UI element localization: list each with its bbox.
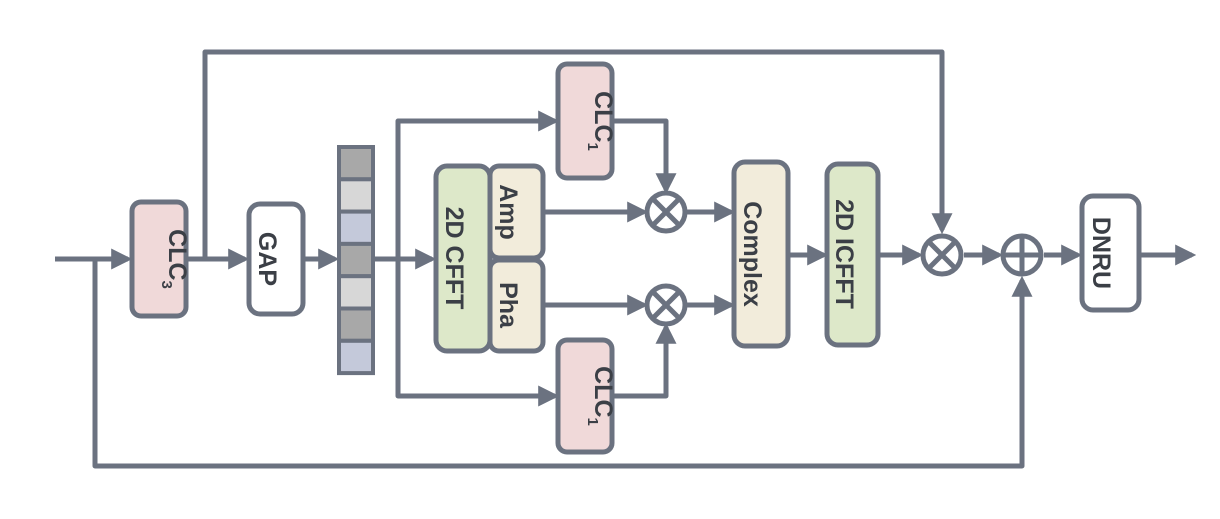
dnru-rect (1079, 193, 1142, 313)
gap-block: GAP (246, 201, 306, 317)
vector-cell (337, 338, 375, 376)
gap-rect (246, 201, 306, 317)
vector-cell (337, 274, 375, 311)
vector-to-clc1-top-arrow (395, 110, 560, 259)
vector-to-clc1-bottom-arrow (395, 259, 560, 407)
clc1-bottom-rect (555, 337, 615, 455)
clc1-top-rect (555, 61, 615, 181)
clc1-top-block: CLC1 (555, 61, 617, 181)
complex-rect (731, 159, 791, 349)
dnru-label: DNRU (1087, 217, 1115, 289)
complex-block: Complex (731, 159, 791, 349)
vector-cell (337, 145, 375, 182)
vector-cell (337, 241, 375, 279)
amp-block: Amp (487, 163, 546, 261)
clc1-bottom-block: CLC1 (555, 337, 617, 455)
pha-label: Pha (494, 282, 522, 329)
vector-cell (337, 177, 375, 214)
multiply-icon-stroke (651, 197, 681, 227)
clc1-top-to-multiply-arrow (612, 118, 677, 195)
icfft-block: 2D ICFFT (824, 161, 881, 348)
icfft-rect (824, 161, 881, 348)
clc3-rect (129, 199, 189, 319)
dnru-block: DNRU (1079, 193, 1142, 313)
vector-cell (337, 209, 375, 246)
multiply-icon-stroke (927, 240, 957, 270)
clc3-label: CLC3 (158, 229, 191, 289)
amp-label: Amp (494, 184, 522, 240)
residual-skip-arrow (92, 259, 1033, 469)
pha-block: Pha (487, 257, 546, 354)
clc1-bottom-to-multiply-arrow (612, 322, 677, 399)
cfft-label: 2D CFFT (440, 207, 468, 310)
clc3-block: CLC3 (129, 199, 191, 319)
multiply-amp-operator (644, 190, 688, 234)
clc1-bottom-label: CLC1 (584, 366, 617, 426)
complex-label: Complex (738, 201, 766, 307)
multiply-icon-stroke (651, 290, 681, 320)
gap-label: GAP (253, 232, 281, 286)
cfft-block: 2D CFFT (433, 163, 493, 354)
clc3-skip-to-multiply-arrow (202, 49, 953, 259)
multiply-pha-operator (644, 283, 688, 327)
cfft-rect (433, 163, 493, 354)
channel-vector (337, 145, 375, 376)
connectors (55, 49, 1197, 469)
add-operator (1000, 233, 1044, 277)
clc1-top-label: CLC1 (584, 91, 617, 151)
vector-cell (337, 306, 375, 343)
pha-rect (487, 257, 546, 354)
icfft-label: 2D ICFFT (830, 199, 858, 309)
multiply-final-operator (920, 233, 964, 277)
